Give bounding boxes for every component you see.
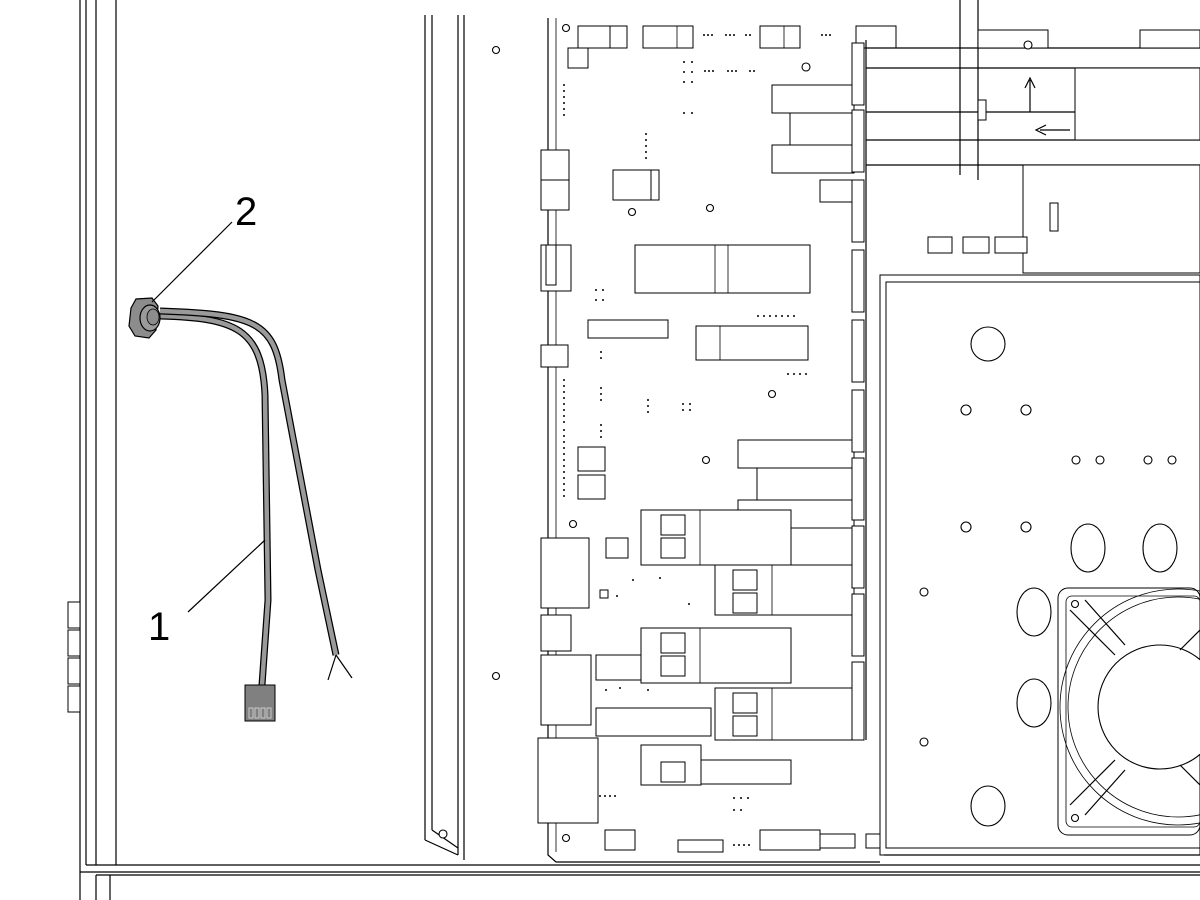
grommet <box>128 297 161 339</box>
connector-rail <box>851 40 867 741</box>
callout-1: 1 <box>148 539 266 649</box>
top-bracket <box>866 0 1200 274</box>
cable-connector <box>244 684 276 722</box>
chassis-frame <box>67 0 1200 900</box>
callout-2: 2 <box>151 190 257 303</box>
power-module <box>879 274 1200 856</box>
fan <box>1057 587 1200 836</box>
callout-1-label: 1 <box>148 605 170 649</box>
callout-2-label: 2 <box>235 190 257 234</box>
cable-assembly <box>159 307 353 722</box>
divider-panel <box>424 15 465 860</box>
circuit-board <box>491 18 897 863</box>
